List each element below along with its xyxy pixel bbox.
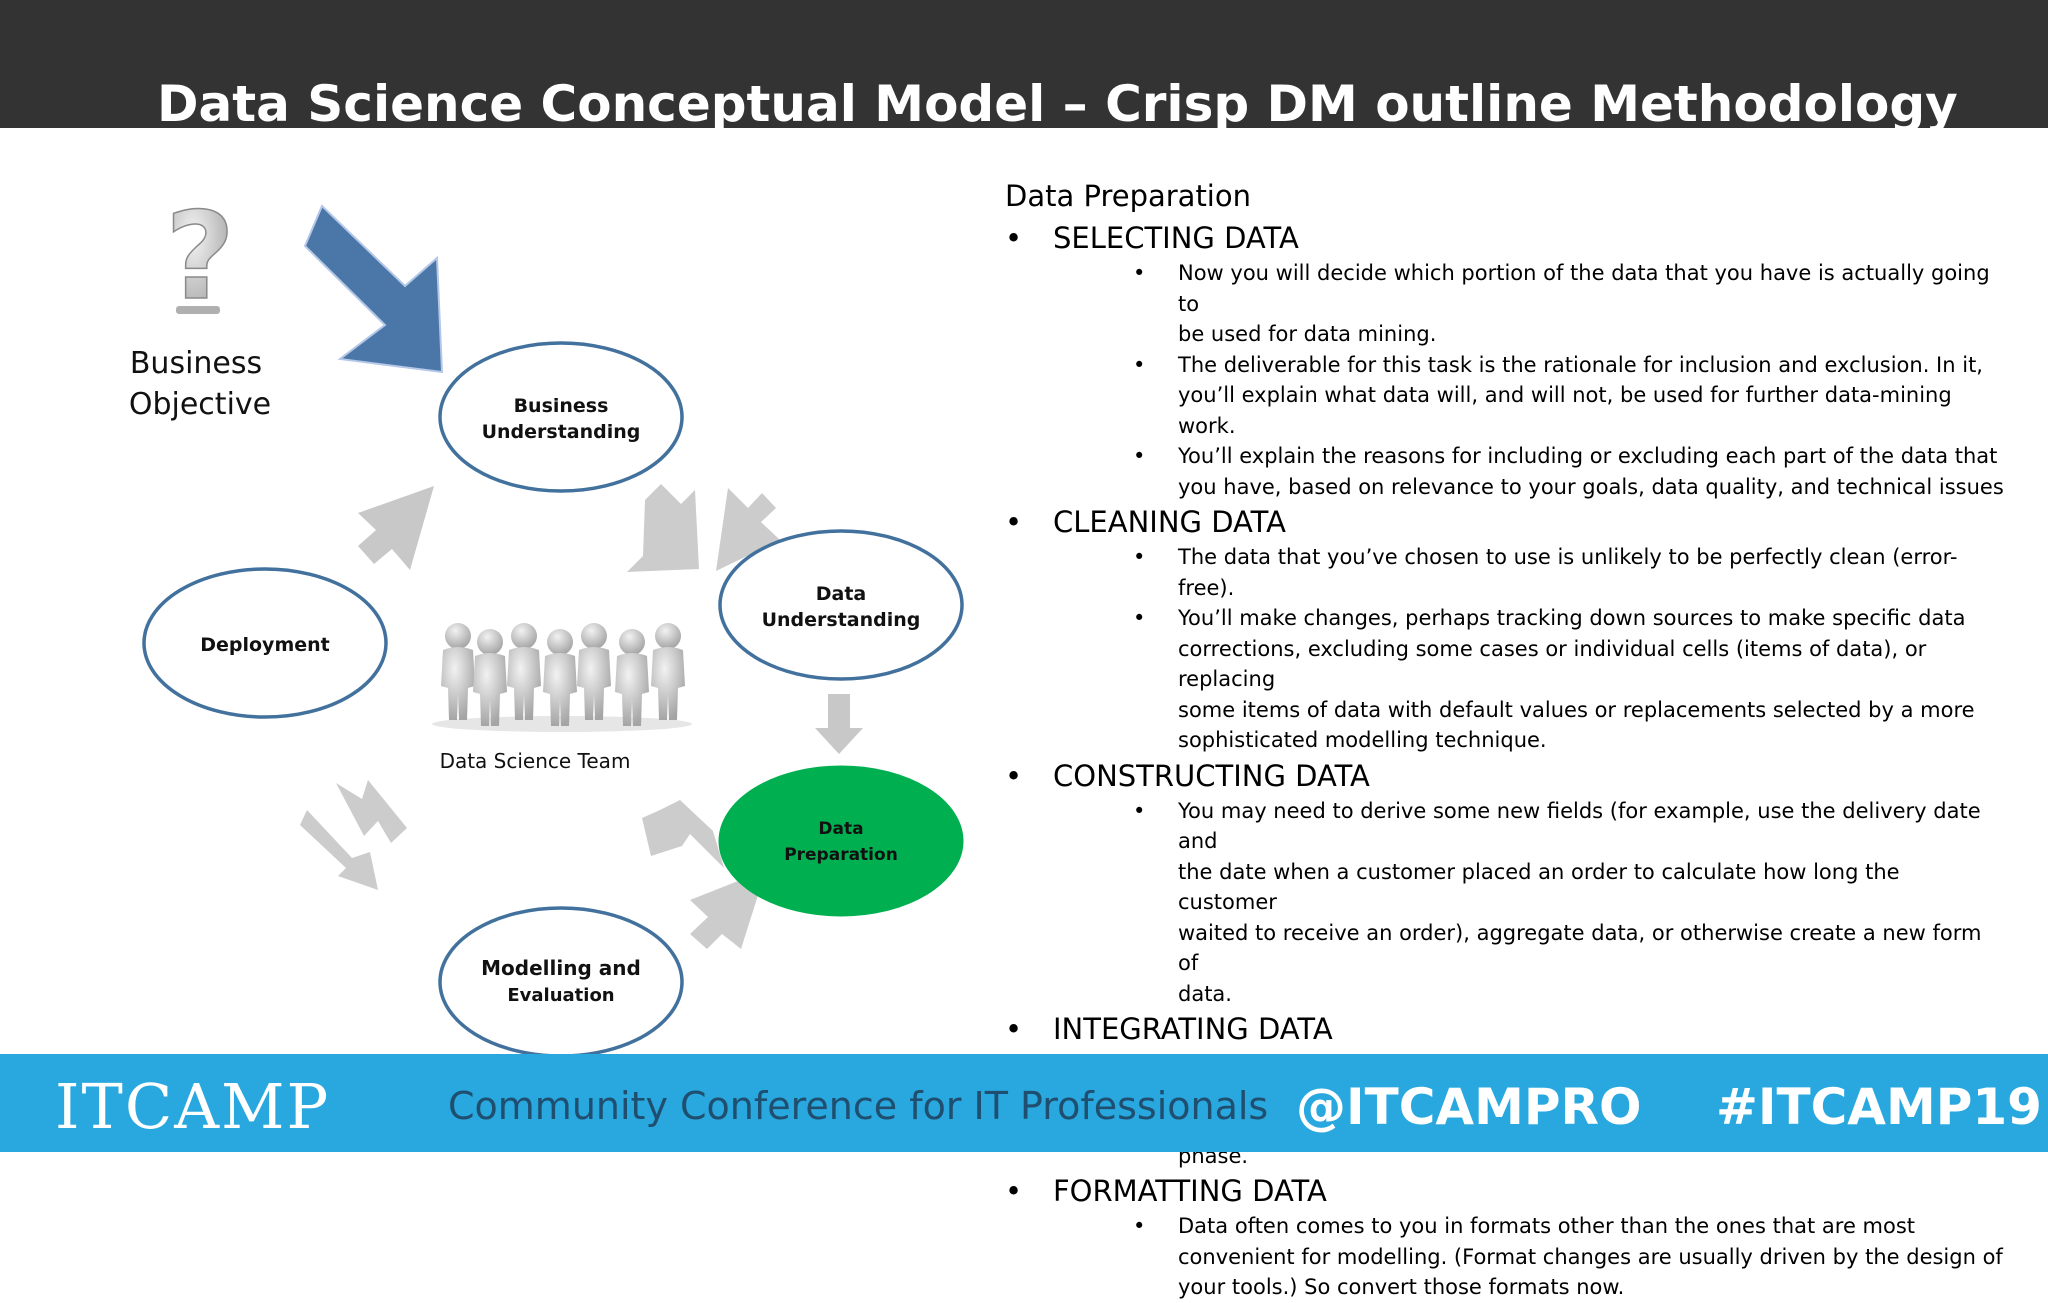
svg-text:Preparation: Preparation bbox=[784, 845, 898, 865]
section-title: CLEANING DATA bbox=[1053, 505, 1286, 539]
bullet-icon: • bbox=[1133, 444, 1146, 468]
gray-arrow-deploy-to-business bbox=[358, 486, 434, 570]
svg-text:?: ? bbox=[165, 188, 235, 327]
section: • SELECTING DATA • Now you will decide whic… bbox=[1005, 218, 2005, 502]
person-icon bbox=[543, 629, 577, 726]
gray-arrow-pair-modelling-deployment bbox=[300, 780, 407, 890]
person-icon bbox=[507, 623, 541, 720]
section-items: • Data often comes to you in formats othe… bbox=[1053, 1211, 2005, 1303]
bullet-icon: • bbox=[1133, 606, 1146, 630]
section-items: • You may need to derive some new fields … bbox=[1053, 796, 2005, 1010]
person-icon bbox=[473, 629, 507, 726]
crisp-dm-diagram: ? Business Objective Business Understand… bbox=[129, 187, 964, 1054]
bullet-icon: • bbox=[1133, 261, 1146, 285]
svg-text:Business: Business bbox=[514, 395, 609, 417]
svg-text:Evaluation: Evaluation bbox=[507, 985, 614, 1006]
slide-title: Data Science Conceptual Model – Crisp DM… bbox=[157, 75, 1958, 128]
bullet-icon: • bbox=[1133, 798, 1146, 823]
section: • CLEANING DATA • The data that you’ve chos… bbox=[1005, 502, 2005, 756]
slide-header: Data Science Conceptual Model – Crisp DM… bbox=[0, 0, 2048, 128]
section-title: CONSTRUCTING DATA bbox=[1053, 758, 1370, 793]
section-title: FORMATTING DATA bbox=[1053, 1174, 1327, 1208]
data-preparation-node: Data Preparation bbox=[718, 765, 964, 917]
content-heading: Data Preparation bbox=[1005, 179, 1251, 213]
item-line: be used for data mining. bbox=[1178, 322, 1437, 346]
footer-bar: ITCAMP Community Conference for IT Profe… bbox=[0, 1054, 2048, 1152]
business-understanding-node: Business Understanding bbox=[438, 341, 684, 493]
section: • CONSTRUCTING DATA • You may need to deriv… bbox=[1005, 756, 2005, 1010]
footer-handle: @ITCAMPRO bbox=[1296, 1078, 1642, 1136]
item-line: The deliverable for this task is the rat… bbox=[1178, 352, 1983, 377]
item-line: waited to receive an order), aggregate d… bbox=[1178, 920, 1982, 976]
bullet-icon: • bbox=[1133, 545, 1146, 569]
list-item: • You’ll make changes, perhaps tracking d… bbox=[1053, 603, 2005, 756]
data-science-team-label: Data Science Team bbox=[440, 749, 631, 773]
bullet-icon: • bbox=[1005, 1174, 1023, 1208]
item-line: the date when a customer placed an order… bbox=[1178, 859, 1900, 915]
svg-text:Understanding: Understanding bbox=[482, 421, 641, 443]
question-mark-icon: ? bbox=[164, 187, 235, 328]
footer-hashtag: #ITCAMP19 bbox=[1716, 1078, 2042, 1136]
item-line: The data that you’ve chosen to use is un… bbox=[1178, 545, 1958, 600]
bullet-icon: • bbox=[1133, 352, 1146, 377]
svg-text:Data: Data bbox=[816, 583, 867, 605]
svg-text:Understanding: Understanding bbox=[762, 609, 921, 631]
item-line: Data often comes to you in formats other… bbox=[1178, 1214, 1916, 1238]
person-icon bbox=[441, 623, 475, 720]
item-line: some items of data with default values o… bbox=[1178, 697, 1975, 722]
bullet-icon: • bbox=[1005, 1012, 1023, 1046]
svg-text:Deployment: Deployment bbox=[200, 634, 330, 656]
section: • FORMATTING DATA • Data often comes to you… bbox=[1005, 1171, 2005, 1303]
gray-arrow-down-understanding-prep bbox=[815, 694, 863, 754]
data-understanding-node: Data Understanding bbox=[718, 529, 964, 681]
person-icon bbox=[615, 629, 649, 726]
deployment-node: Deployment bbox=[142, 567, 388, 719]
section-title: INTEGRATING DATA bbox=[1053, 1012, 1333, 1046]
list-item: • The data that you’ve chosen to use is u… bbox=[1053, 542, 2005, 603]
item-line: corrections, excluding some cases or ind… bbox=[1178, 636, 1927, 692]
modelling-evaluation-node: Modelling and Evaluation bbox=[438, 906, 684, 1054]
footer-tagline: Community Conference for IT Professional… bbox=[448, 1084, 1269, 1128]
gray-arrow-pair-business-data bbox=[627, 484, 780, 572]
section-title: SELECTING DATA bbox=[1053, 221, 1299, 255]
item-line: convenient for modelling. (Format change… bbox=[1178, 1244, 2003, 1269]
big-blue-arrow-icon bbox=[303, 204, 444, 374]
person-icon bbox=[577, 623, 611, 720]
item-line: Now you will decide which portion of the… bbox=[1178, 261, 1990, 316]
business-objective-line1: Business bbox=[130, 346, 262, 381]
section-items: • Now you will decide which portion of th… bbox=[1053, 258, 2005, 502]
section-items: • The data that you’ve chosen to use is u… bbox=[1053, 542, 2005, 756]
item-line: sophisticated modelling technique. bbox=[1178, 728, 1547, 752]
svg-text:Modelling and: Modelling and bbox=[481, 956, 641, 980]
list-item: • Now you will decide which portion of th… bbox=[1053, 258, 2005, 350]
item-line: data. bbox=[1178, 981, 1232, 1006]
list-item: • Data often comes to you in formats othe… bbox=[1053, 1211, 2005, 1303]
item-line: You may need to derive some new fields (… bbox=[1178, 798, 1981, 854]
bullet-icon: • bbox=[1133, 1214, 1146, 1238]
item-line: your tools.) So convert those formats no… bbox=[1178, 1275, 1625, 1299]
itcamp-logo: ITCAMP bbox=[55, 1070, 331, 1143]
bullet-icon: • bbox=[1005, 505, 1023, 539]
gray-arrow-pair-prep-modelling bbox=[642, 800, 766, 949]
bullet-icon: • bbox=[1005, 221, 1023, 255]
person-icon bbox=[651, 623, 685, 720]
item-line: you’ll explain what data will, and will … bbox=[1178, 383, 1952, 438]
svg-text:Data: Data bbox=[818, 819, 863, 839]
data-science-team-icon bbox=[432, 623, 692, 732]
item-line: you have, based on relevance to your goa… bbox=[1178, 474, 2004, 499]
list-item: • The deliverable for this task is the ra… bbox=[1053, 350, 2005, 442]
item-line: You’ll explain the reasons for including… bbox=[1178, 444, 1998, 468]
list-item: • You’ll explain the reasons for includin… bbox=[1053, 441, 2005, 502]
item-line: You’ll make changes, perhaps tracking do… bbox=[1178, 606, 1966, 630]
bullet-icon: • bbox=[1005, 758, 1023, 793]
list-item: • You may need to derive some new fields … bbox=[1053, 796, 2005, 1010]
business-objective-line2: Objective bbox=[129, 387, 271, 422]
